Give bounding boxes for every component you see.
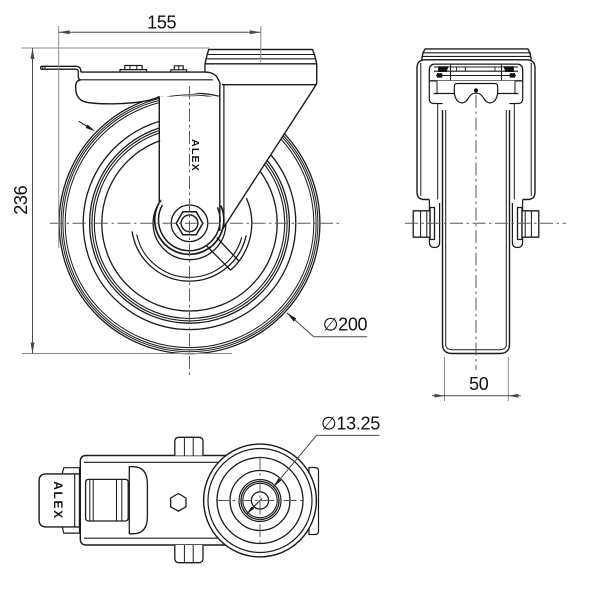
svg-text:236: 236 (11, 185, 31, 214)
svg-text:ALEX: ALEX (189, 139, 201, 172)
svg-text:155: 155 (147, 13, 176, 33)
svg-text:∅13.25: ∅13.25 (321, 414, 380, 434)
svg-text:∅200: ∅200 (323, 315, 368, 335)
svg-text:50: 50 (469, 374, 489, 394)
svg-text:ALEX: ALEX (51, 481, 65, 519)
